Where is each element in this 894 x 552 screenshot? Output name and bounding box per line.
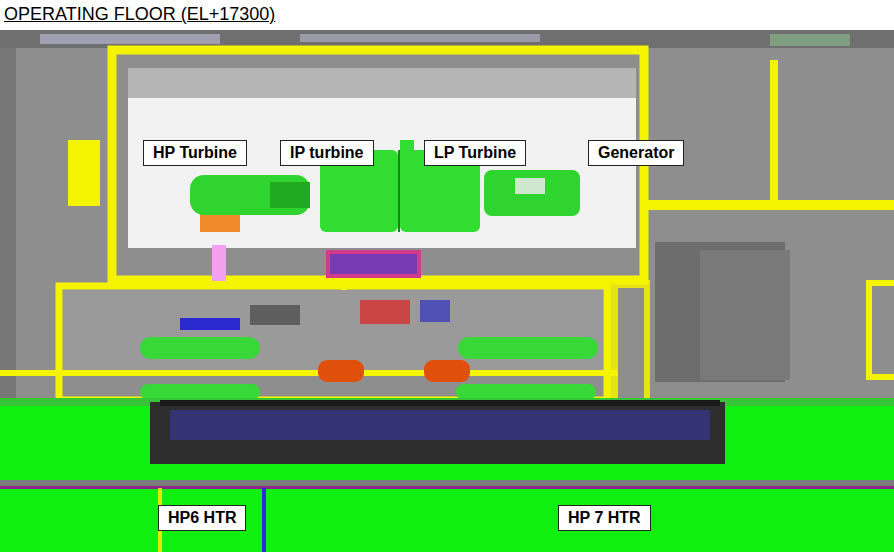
label-text: HP6 HTR	[168, 509, 236, 526]
equipment-label: HP6 HTR	[158, 505, 246, 531]
equipment-label: IP turbine	[280, 140, 374, 166]
label-text: IP turbine	[290, 144, 364, 161]
equipment-label: LP Turbine	[424, 140, 526, 166]
equipment-label: Generator	[588, 140, 684, 166]
equipment-label: HP Turbine	[143, 140, 247, 166]
page-title: OPERATING FLOOR (EL+17300)	[4, 4, 275, 25]
label-text: HP 7 HTR	[568, 509, 641, 526]
equipment-label: HP 7 HTR	[558, 505, 651, 531]
label-text: HP Turbine	[153, 144, 237, 161]
label-text: LP Turbine	[434, 144, 516, 161]
label-text: Generator	[598, 144, 674, 161]
